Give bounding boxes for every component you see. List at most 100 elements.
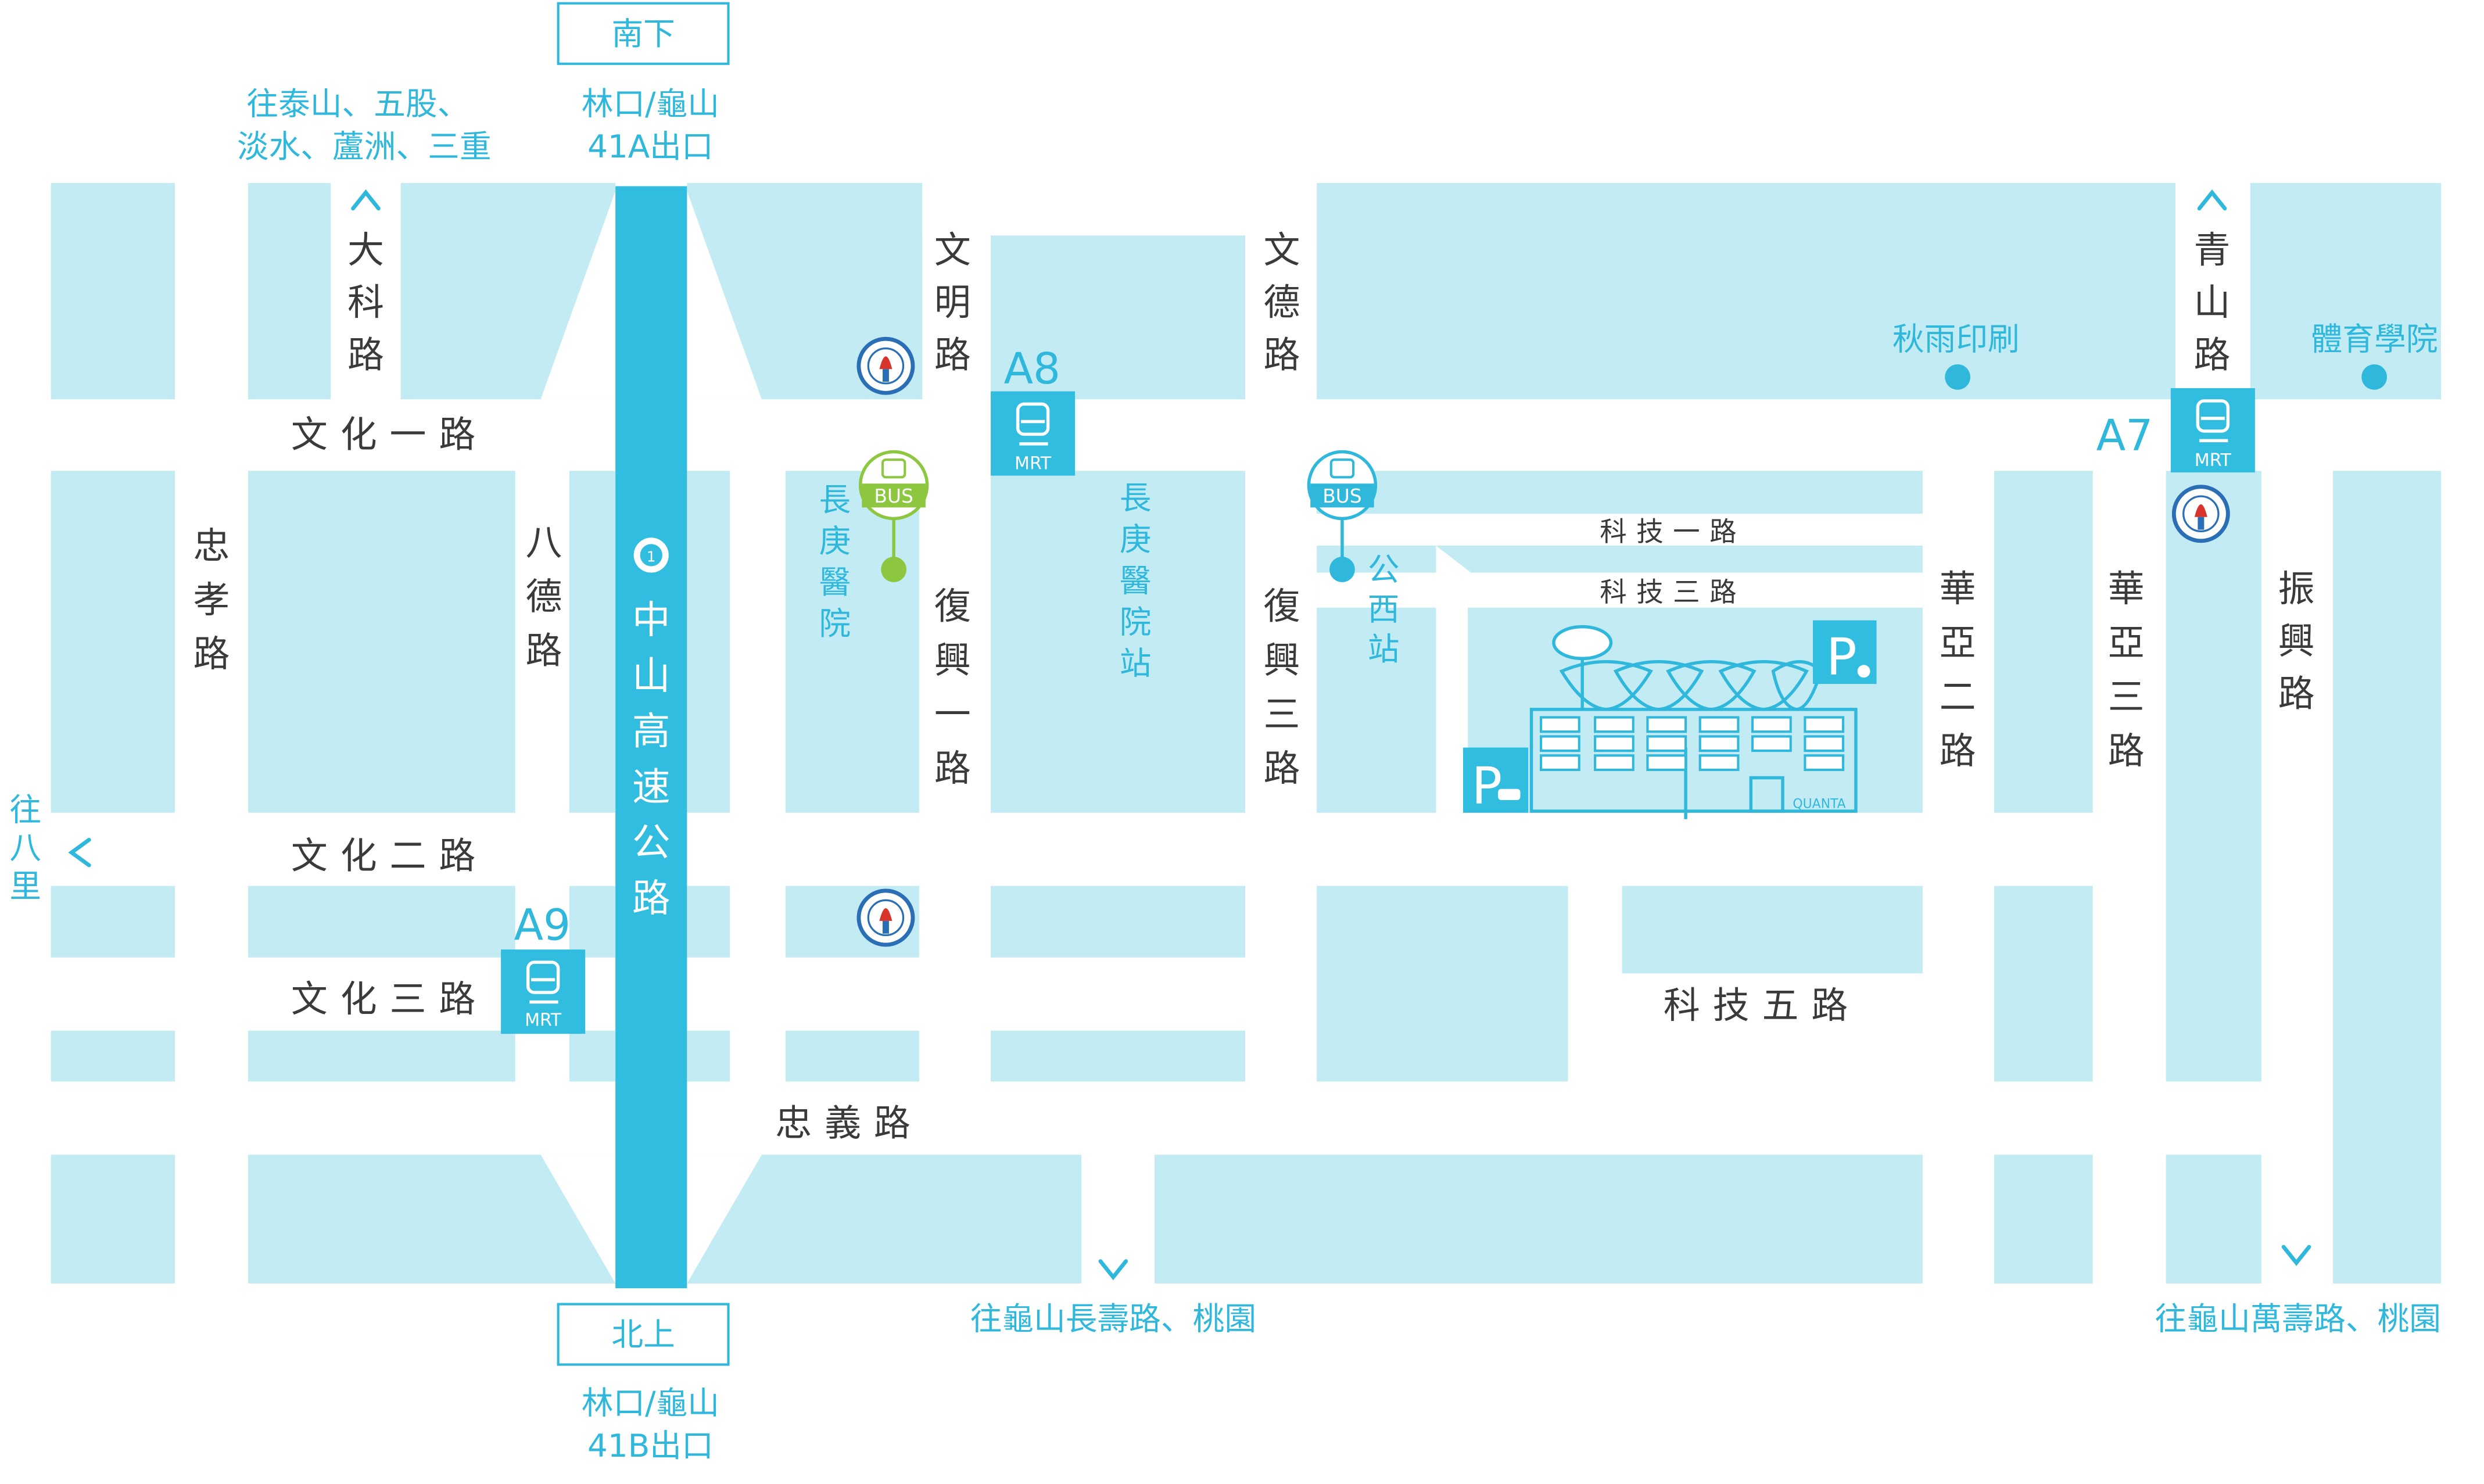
street-fuxing1: 復興一路	[934, 585, 971, 790]
block	[51, 1030, 175, 1082]
window	[1646, 735, 1687, 752]
window	[1698, 716, 1740, 733]
block	[1154, 1155, 1923, 1284]
street-dake: 大科路	[347, 229, 384, 377]
label-cgh-station: 長庚醫院站	[1120, 479, 1152, 682]
road-corner	[1568, 954, 1622, 1031]
street-qingshan: 青山路	[2194, 229, 2231, 377]
window	[1594, 754, 1635, 771]
block	[786, 471, 919, 813]
street-wenming: 文明路	[934, 229, 971, 377]
window	[1539, 754, 1580, 771]
block	[786, 1030, 919, 1082]
block	[248, 182, 331, 400]
svg-text:北上: 北上	[611, 1316, 675, 1353]
city-blocks	[51, 182, 2442, 1284]
street-zhongxiao: 忠孝路	[193, 525, 230, 675]
block	[51, 886, 175, 958]
svg-text:P: P	[1826, 628, 1857, 687]
block	[1317, 471, 1923, 514]
block	[248, 1030, 515, 1082]
block	[991, 235, 1245, 400]
block	[2166, 471, 2261, 1082]
window	[1751, 716, 1792, 733]
svg-text:1: 1	[647, 548, 656, 565]
window	[1804, 716, 1845, 733]
block	[1994, 1155, 2093, 1284]
window	[1804, 754, 1845, 771]
block	[687, 886, 730, 958]
svg-text:BUS: BUS	[1322, 485, 1361, 507]
arrow-down-icon	[1098, 1259, 1128, 1281]
window	[1646, 754, 1687, 771]
horizontal-street-labels: 文化一路 文化二路 文化三路 忠義路 科技一路 科技三路 科技五路	[291, 413, 1848, 1144]
gas-station-icon	[2171, 485, 2230, 543]
block	[991, 471, 1245, 813]
gas-station-icon	[856, 336, 915, 395]
window	[1698, 754, 1740, 771]
block	[248, 886, 515, 958]
direction-top-left-line1: 往泰山、五股、	[246, 85, 469, 122]
window	[1804, 735, 1845, 752]
block	[51, 1155, 175, 1284]
bus-stop-gongxi: BUS	[1307, 450, 1378, 582]
parking-scooter: P	[1813, 620, 1877, 687]
block	[687, 471, 730, 813]
block	[51, 182, 175, 400]
label-sports: 體育學院	[2311, 320, 2438, 357]
block	[1994, 471, 2093, 813]
car-icon	[1498, 788, 1521, 800]
street-huaya3: 華亞三路	[2108, 568, 2145, 772]
keji3-road	[1317, 572, 1923, 608]
south-exit-line2: 41A出口	[587, 128, 714, 165]
gas-station-icon	[856, 888, 915, 947]
window	[1751, 735, 1792, 752]
svg-text:P: P	[1472, 756, 1503, 815]
dot-sports	[2361, 364, 2388, 390]
block	[2250, 182, 2442, 400]
arrow-left-icon	[68, 837, 91, 868]
window	[1539, 735, 1580, 752]
train-icon	[526, 960, 560, 1004]
block	[687, 1155, 1082, 1284]
street-keji3: 科技三路	[1600, 576, 1746, 608]
window	[1539, 716, 1580, 733]
window	[1594, 735, 1635, 752]
direction-bottom-right: 往龜山萬壽路、桃園	[2155, 1300, 2441, 1337]
street-wende: 文德路	[1263, 229, 1300, 377]
block	[1622, 886, 1923, 974]
window	[1698, 735, 1740, 752]
quanta-building	[1529, 625, 1858, 819]
bus-stop-changgung: BUS	[858, 450, 929, 582]
block	[1994, 886, 2093, 1082]
landmark-dots: 秋雨印刷 體育學院	[1892, 320, 2438, 390]
block	[2332, 471, 2442, 1284]
block	[569, 1030, 616, 1082]
svg-text:南下: 南下	[611, 15, 675, 52]
interchange-gap	[540, 1155, 616, 1284]
parking-car: P	[1463, 747, 1529, 815]
mrt-a7: A7 MRT	[2096, 388, 2255, 473]
highway-name: 中山高速公路	[632, 598, 671, 921]
block	[51, 471, 175, 813]
mrt-label: MRT	[525, 1010, 562, 1031]
block	[991, 886, 1245, 958]
mrt-code: A7	[2096, 411, 2153, 461]
keji3-road-drop	[1436, 572, 1468, 813]
street-huaya2: 華亞二路	[1940, 568, 1976, 772]
block	[991, 1030, 1245, 1082]
street-wenhua3: 文化三路	[291, 978, 488, 1020]
quanta-label: QUANTA	[1793, 797, 1845, 812]
road-corner	[1261, 182, 1317, 239]
block	[1317, 182, 2176, 400]
south-exit-line1: 林口/龜山	[582, 85, 719, 122]
block	[569, 471, 616, 813]
street-zhongyi: 忠義路	[775, 1102, 923, 1144]
block	[569, 886, 616, 958]
direction-top-left-line2: 淡水、蘆洲、三重	[237, 128, 492, 165]
svg-text:BUS: BUS	[874, 485, 913, 507]
street-wenhua1: 文化一路	[291, 413, 488, 456]
parking-sign	[1463, 747, 1529, 813]
train-icon	[2196, 399, 2230, 443]
